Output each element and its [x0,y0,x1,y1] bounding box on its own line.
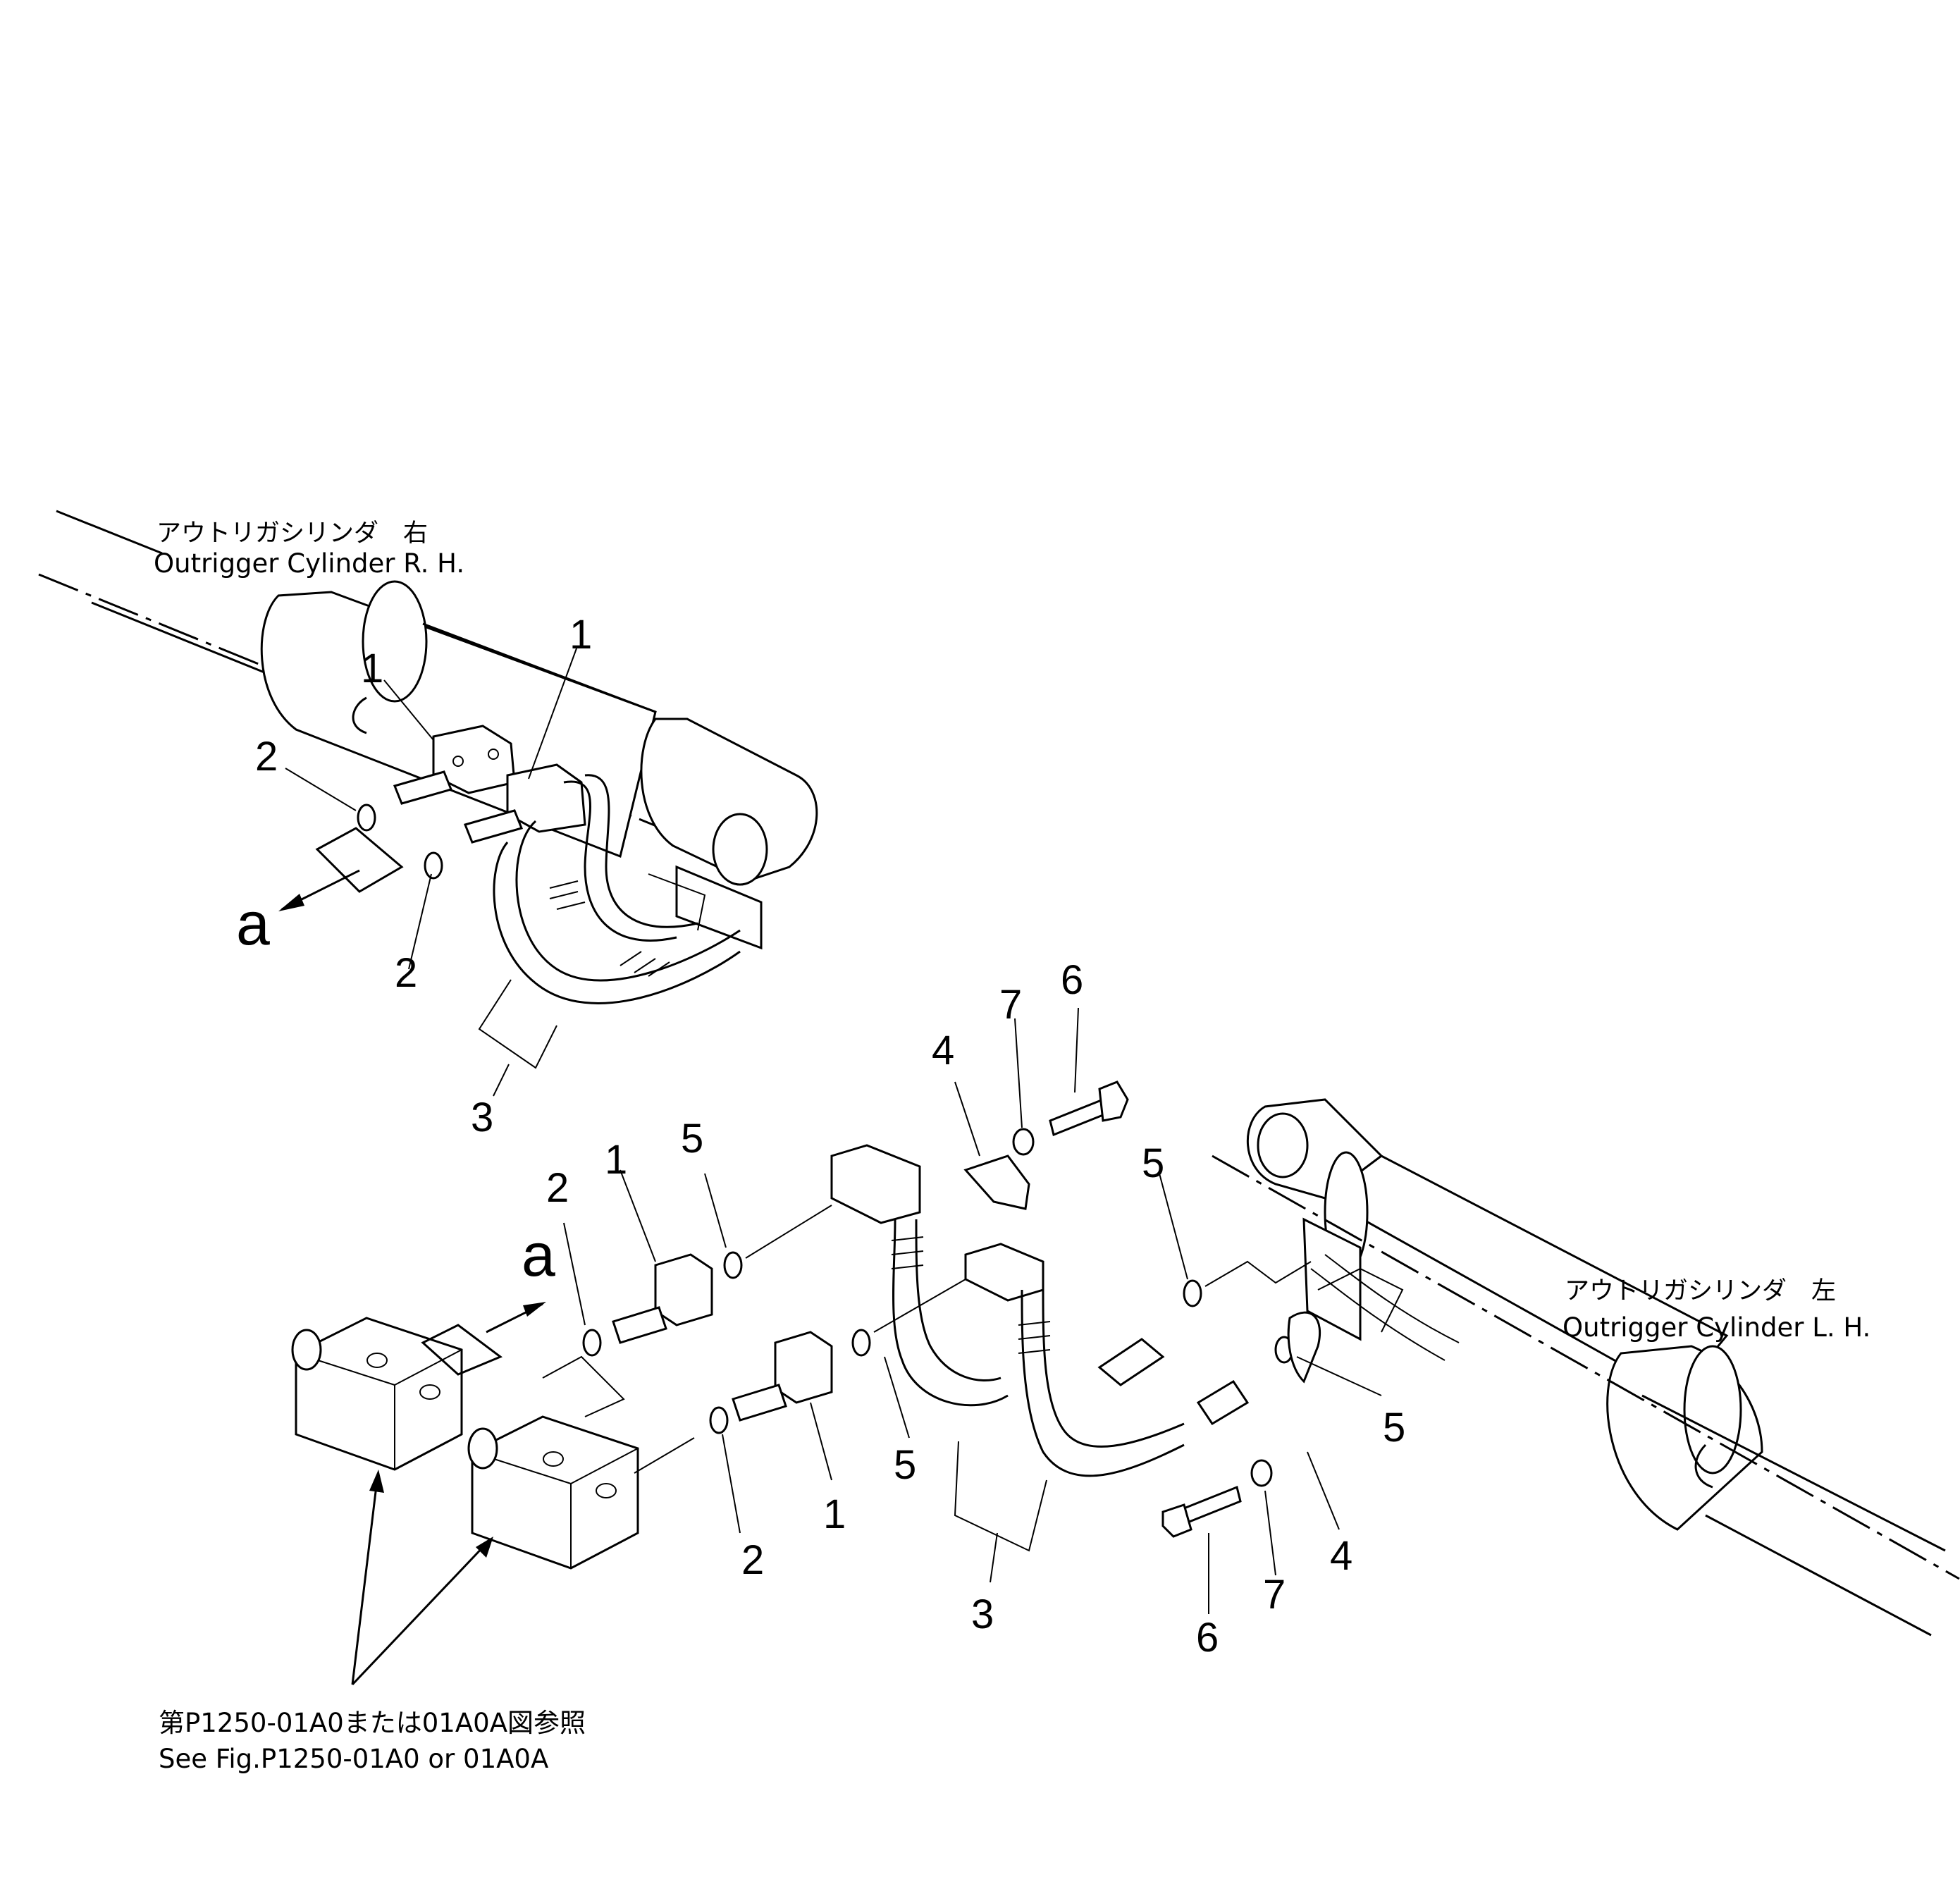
valve-block-lower [467,1415,639,1570]
callout-4: 4 [932,1028,954,1073]
o-ring [709,1406,729,1434]
rh-cylinder-label-en: Outrigger Cylinder R. H. [154,548,464,579]
callout-5: 5 [894,1442,916,1488]
callout-7: 7 [1263,1572,1286,1618]
lh-cylinder-label-en: Outrigger Cylinder L. H. [1563,1312,1870,1343]
flange-fitting [612,1253,713,1344]
lh-cylinder-label-jp: アウトリガシリンダ 左 [1565,1277,1836,1305]
reference-arrow [351,1542,488,1686]
flange-fitting [732,1331,833,1422]
callout-3: 3 [471,1095,493,1140]
bolt [1049,1080,1129,1137]
arrow-head [476,1537,493,1558]
callout-1: 1 [361,646,383,691]
reference-note-en: See Fig.P1250-01A0 or 01A0A [159,1744,548,1774]
hydraulic-hose [830,1144,1009,1407]
valve-block-upper [291,1317,463,1471]
view-bracket [421,1324,503,1376]
callout-6: 6 [1196,1615,1219,1661]
o-ring [1183,1279,1202,1307]
lh-outrigger-cylinder [1212,1098,1960,1637]
o-ring [723,1251,743,1279]
clamp [963,1155,1030,1210]
view-bracket [315,827,404,893]
bolt [1161,1485,1242,1538]
callout-6: 6 [1061,957,1083,1003]
callout-2: 2 [255,734,278,780]
callout-4: 4 [1330,1533,1352,1579]
hydraulic-hose [964,1243,1250,1477]
washer [1012,1128,1035,1156]
reference-note-jp: 第P1250-01A0または01A0A図参照 [159,1708,586,1738]
callout-7: 7 [999,982,1022,1028]
arrow-head [278,894,304,911]
o-ring [357,804,376,832]
callout-5: 5 [681,1116,703,1162]
callout-1: 1 [823,1491,846,1537]
rh-cylinder-label-jp: アウトリガシリンダ 右 [156,519,428,548]
callout-1: 1 [569,612,592,658]
washer [1250,1459,1273,1487]
o-ring [424,851,443,880]
rh-outrigger-cylinder [38,510,818,1004]
callout-5: 5 [1383,1405,1405,1451]
callout-2: 2 [741,1537,764,1583]
arrow-head [369,1470,384,1493]
o-ring [851,1329,871,1357]
view-label-a: a [522,1221,555,1289]
callout-2: 2 [395,950,417,996]
callout-2: 2 [546,1165,569,1211]
view-label-a: a [236,890,270,958]
callout-1: 1 [605,1137,627,1183]
arrow-head [523,1302,546,1317]
o-ring [582,1329,602,1357]
clamp [1287,1311,1321,1384]
callout-5: 5 [1142,1140,1164,1186]
callout-3: 3 [971,1591,994,1637]
reference-arrow [351,1479,378,1685]
